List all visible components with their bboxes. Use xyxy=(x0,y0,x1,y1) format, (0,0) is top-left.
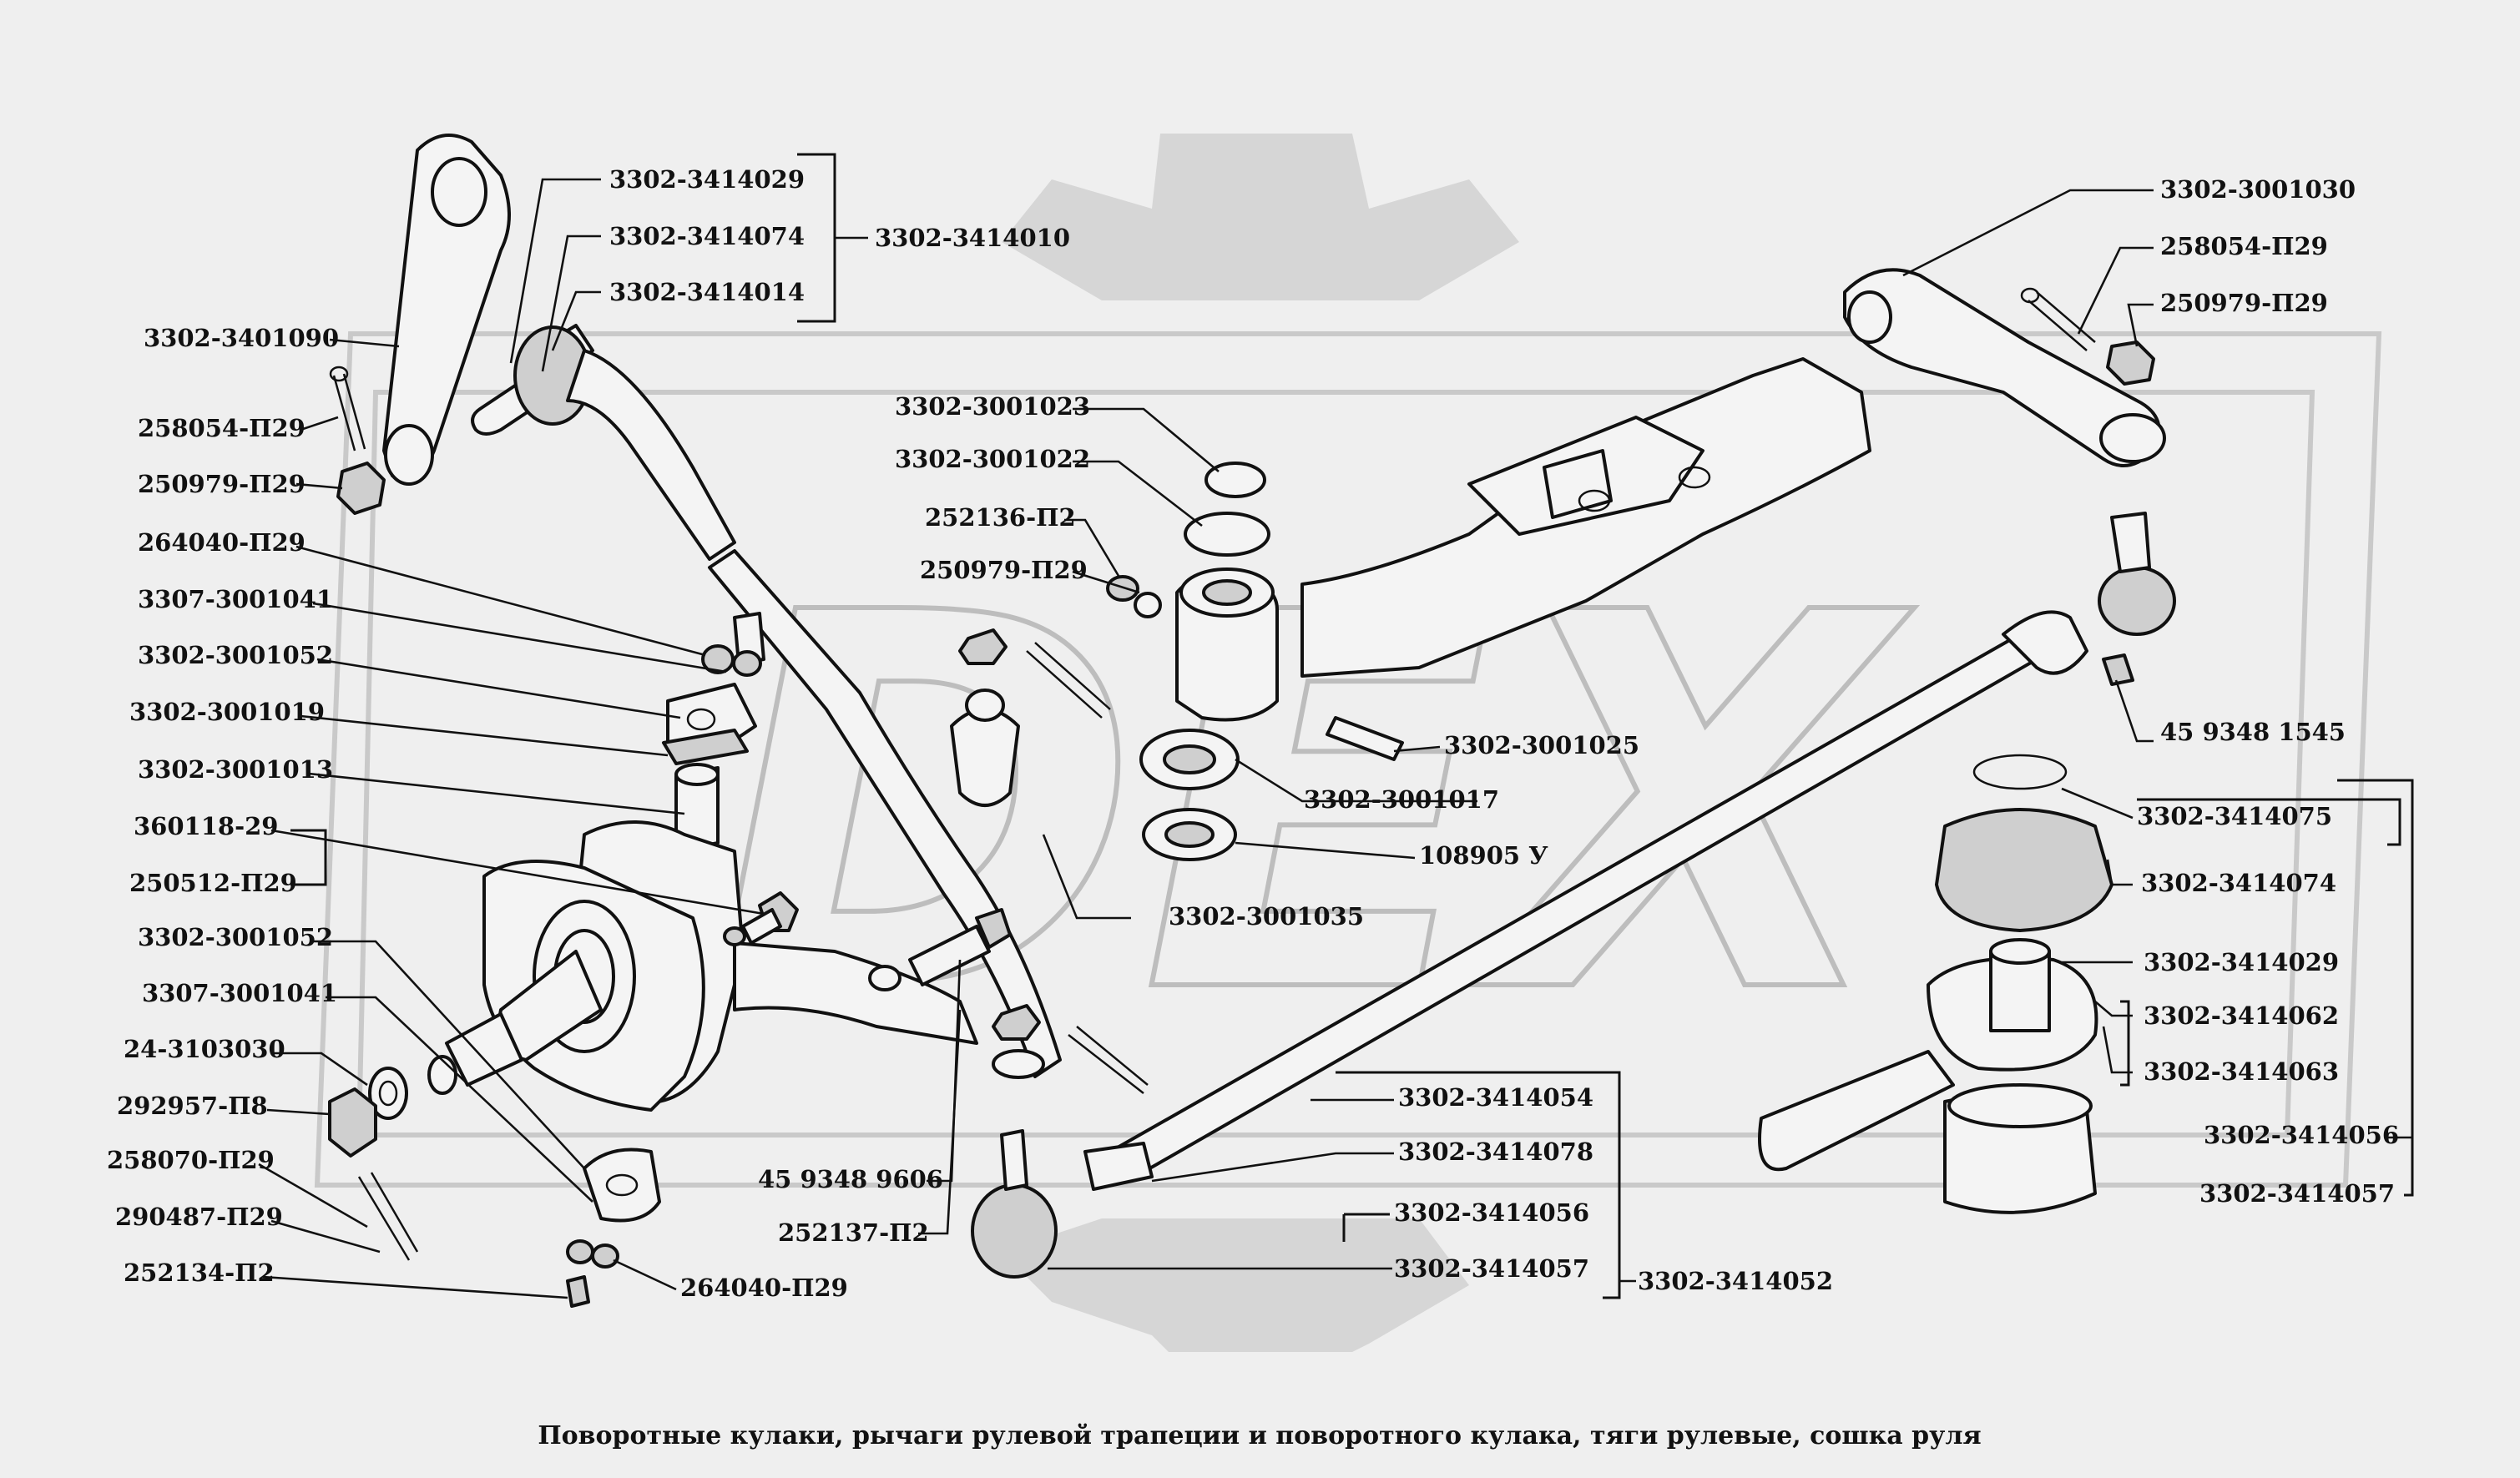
label-108905-u: 108905 У xyxy=(1419,841,1548,870)
label-290487-p29: 290487-П29 xyxy=(115,1203,283,1231)
center-washers xyxy=(1106,462,1404,861)
label-252134-p2: 252134-П2 xyxy=(124,1259,275,1287)
label-3302-3001025: 3302-3001025 xyxy=(1444,731,1639,759)
label-3302-3414014: 3302-3414014 xyxy=(609,278,805,306)
tie-rod xyxy=(971,512,2176,1279)
center-ball-joint xyxy=(868,628,1149,1094)
axle-beam xyxy=(1175,357,1871,722)
label-3302-3414075: 3302-3414075 xyxy=(2137,802,2332,830)
label-250512-p29: 250512-П29 xyxy=(129,869,297,897)
right-ball-joint xyxy=(1758,754,2113,1214)
label-3302-3001052-b: 3302-3001052 xyxy=(138,923,333,951)
lower-plate xyxy=(566,1148,661,1308)
pitman-arm xyxy=(382,134,594,486)
hub-nut-washers xyxy=(328,1055,457,1261)
label-3302-3414054: 3302-3414054 xyxy=(1398,1083,1593,1112)
label-3302-3001030: 3302-3001030 xyxy=(2160,175,2356,204)
label-3302-3414056-b: 3302-3414056 xyxy=(2204,1121,2399,1149)
label-3302-3001052-a: 3302-3001052 xyxy=(138,641,333,669)
label-252136-p2: 252136-П2 xyxy=(925,503,1076,532)
label-3302-3414078: 3302-3414078 xyxy=(1398,1138,1593,1166)
label-3302-3414056-a: 3302-3414056 xyxy=(1394,1198,1589,1227)
label-45-9348-9606: 45 9348 9606 xyxy=(758,1165,943,1193)
label-3302-3414063: 3302-3414063 xyxy=(2144,1057,2339,1086)
part-labels: 3302-3414029 3302-3414074 3302-3414014 3… xyxy=(107,165,2399,1302)
label-250979-p29-a: 250979-П29 xyxy=(138,470,306,498)
label-3302-3001022: 3302-3001022 xyxy=(895,445,1090,473)
label-3302-3414029-a: 3302-3414029 xyxy=(609,165,805,194)
label-3302-3001035: 3302-3001035 xyxy=(1169,902,1364,931)
leader-lines xyxy=(258,153,2414,1299)
ball-joint-upper-left xyxy=(513,325,736,561)
label-3302-3001017: 3302-3001017 xyxy=(1304,785,1499,814)
label-45-9348-1545: 45 9348 1545 xyxy=(2160,718,2346,746)
label-3302-3414057-a: 3302-3414057 xyxy=(1394,1254,1589,1283)
castle-nut-left xyxy=(336,462,386,515)
label-3302-3414029-b: 3302-3414029 xyxy=(2144,948,2339,976)
label-264040-p29-a: 264040-П29 xyxy=(138,528,306,557)
label-3302-3401090: 3302-3401090 xyxy=(144,324,339,352)
bolt-and-plate xyxy=(662,612,765,765)
label-3307-3001041-b: 3307-3001041 xyxy=(142,979,337,1007)
label-258070-p29: 258070-П29 xyxy=(107,1146,275,1174)
label-3302-3414074-a: 3302-3414074 xyxy=(609,222,805,250)
cotter-pin-left xyxy=(329,366,366,451)
label-252137-p2: 252137-П2 xyxy=(778,1218,929,1247)
small-bolt xyxy=(723,891,799,946)
label-360118-29: 360118-29 xyxy=(134,812,278,840)
label-3302-3414057-b: 3302-3414057 xyxy=(2199,1179,2395,1208)
label-258054-p29-b: 258054-П29 xyxy=(2160,232,2328,260)
label-3302-3414062: 3302-3414062 xyxy=(2144,1001,2339,1030)
diagram-caption: Поворотные кулаки, рычаги рулевой трапец… xyxy=(538,1421,1981,1450)
steering-knuckle xyxy=(445,763,978,1112)
label-250979-p29-c: 250979-П29 xyxy=(2160,289,2328,317)
label-3302-3414010: 3302-3414010 xyxy=(875,224,1070,252)
label-3302-3414052: 3302-3414052 xyxy=(1638,1267,1833,1295)
label-3302-3001013: 3302-3001013 xyxy=(138,755,333,784)
label-3307-3001041-a: 3307-3001041 xyxy=(138,585,333,613)
label-3302-3001023: 3302-3001023 xyxy=(895,392,1090,421)
right-steering-arm xyxy=(1843,268,2166,467)
label-258054-p29-a: 258054-П29 xyxy=(138,414,306,442)
label-292957-p8: 292957-П8 xyxy=(117,1092,268,1120)
label-3302-3001019: 3302-3001019 xyxy=(129,698,325,726)
label-24-3103030: 24-3103030 xyxy=(124,1035,285,1063)
label-3302-3414074-b: 3302-3414074 xyxy=(2141,869,2336,897)
label-264040-p29-b: 264040-П29 xyxy=(680,1274,848,1302)
label-250979-p29-b: 250979-П29 xyxy=(920,556,1088,584)
